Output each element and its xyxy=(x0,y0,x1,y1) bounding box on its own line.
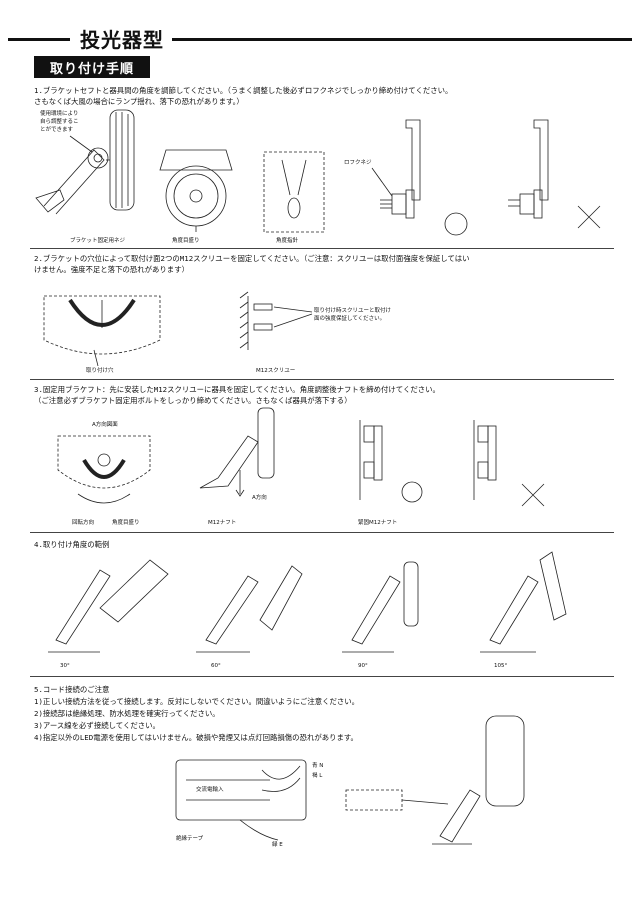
step3-view-drawing xyxy=(57,435,151,504)
step5-wiring xyxy=(175,715,525,845)
angle-90: 90° xyxy=(358,663,368,669)
step3-line2: （ご注意必ずブラケフト固定用ボルトをしっかり締めてください。さもなくば器具が落下… xyxy=(34,396,352,405)
step2-note-2: 面の強度保証してください。 xyxy=(314,316,386,322)
step5-item-2: 2)接続部は絶縁処理、防水処理を確実行ってください。 xyxy=(34,709,220,718)
angle-105: 105° xyxy=(494,663,508,669)
step2-bracket-plate xyxy=(43,295,161,367)
step4-angle-90 xyxy=(342,561,419,653)
separator-1 xyxy=(30,248,614,249)
step4-angle-30 xyxy=(48,559,169,653)
separator-3 xyxy=(30,532,614,533)
step3-label-fasten: 緊固M12ナフト xyxy=(358,520,398,526)
step3-label-view: A方向図面 xyxy=(92,422,118,428)
step5-item-3: 3)アース線を必ず接続してください。 xyxy=(34,721,160,730)
step2-screw-wall xyxy=(239,291,313,350)
separator-2 xyxy=(30,379,614,380)
step3-fasten-detail xyxy=(359,420,545,507)
step1-label-lock: ロフクネジ xyxy=(344,160,372,166)
step2-label-screw: M12スクリユー xyxy=(256,368,296,374)
step1-note-3: とができます xyxy=(40,127,74,133)
step5-title: 5.コード接続のご注意 xyxy=(34,685,110,694)
step1-scale-drawing xyxy=(159,149,233,232)
angle-60: 60° xyxy=(211,663,221,669)
step1-lamp-drawing xyxy=(35,109,135,215)
header-rule-left xyxy=(8,38,70,41)
step3-label-dir: A方向 xyxy=(252,495,267,501)
step2-line1: 2.ブラケットの穴位によって取付け面2つのM12スクリユーを固定してください。（… xyxy=(34,254,470,263)
step3-label-rotate: 回転方向 xyxy=(72,520,95,526)
wire-label-brown: 褐 L xyxy=(312,773,323,779)
step1-note-2: 自ら調整するこ xyxy=(40,119,79,125)
step1-line1: 1.ブラケットセフトと器具間の角度を調節してください。（うまく調整した後必ずロフ… xyxy=(34,86,453,95)
angle-30: 30° xyxy=(60,663,70,669)
step1-label-bolt: ブラケット固定用ネジ xyxy=(70,238,126,244)
step5-item-1: 1)正しい接続方法を従って接続します。反対にしないでください。間違いようにご注意… xyxy=(34,697,360,706)
step1-label-scale: 角度目盛り xyxy=(172,238,200,244)
step5-item-4: 4)指定以外のLED電源を使用してはいけません。破損や発煙又は点灯回路損傷の恐れ… xyxy=(34,733,358,742)
header-rule-right xyxy=(172,38,632,41)
step4-angle-105 xyxy=(480,551,567,653)
page-title: 投光器型 xyxy=(80,28,164,52)
wire-label-green: 緑 E xyxy=(272,842,283,848)
step4-title: 4.取り付け角度の範例 xyxy=(34,540,110,549)
step1-lock-detail xyxy=(371,119,601,236)
step2-line2: けません。強度不足と落下の恐れがあります） xyxy=(34,265,189,274)
step3-line1: 3.固定用ブラケフト：先に安装したM12スクリユーに器具を固定してください。角度… xyxy=(34,385,440,394)
step2-label-hole: 取り付け穴 xyxy=(86,368,114,374)
step1-note-1: 使用環境により xyxy=(40,111,79,117)
step4-angle-60 xyxy=(196,565,303,653)
step1-pointer-drawing xyxy=(263,151,325,233)
step3-label-scale: 角度目盛り xyxy=(112,520,140,526)
step1-line2: さもなくば大風の場合にランプ揺れ、落下の恐れがあります。） xyxy=(34,97,244,106)
step2-note-1: 取り付け時スクリユーと取付け xyxy=(314,308,392,314)
wire-label-blue: 青 N xyxy=(312,763,324,769)
step3-mount-drawing xyxy=(199,407,275,497)
separator-4 xyxy=(30,676,614,677)
wire-label-tape: 絶縁テープ xyxy=(176,836,204,842)
step3-label-nut: M12ナフト xyxy=(208,520,237,526)
wire-label-ac: 交流電輸入 xyxy=(196,787,224,793)
step1-label-pointer: 角度指針 xyxy=(276,238,299,244)
section-badge: 取り付け手順 xyxy=(34,56,150,78)
